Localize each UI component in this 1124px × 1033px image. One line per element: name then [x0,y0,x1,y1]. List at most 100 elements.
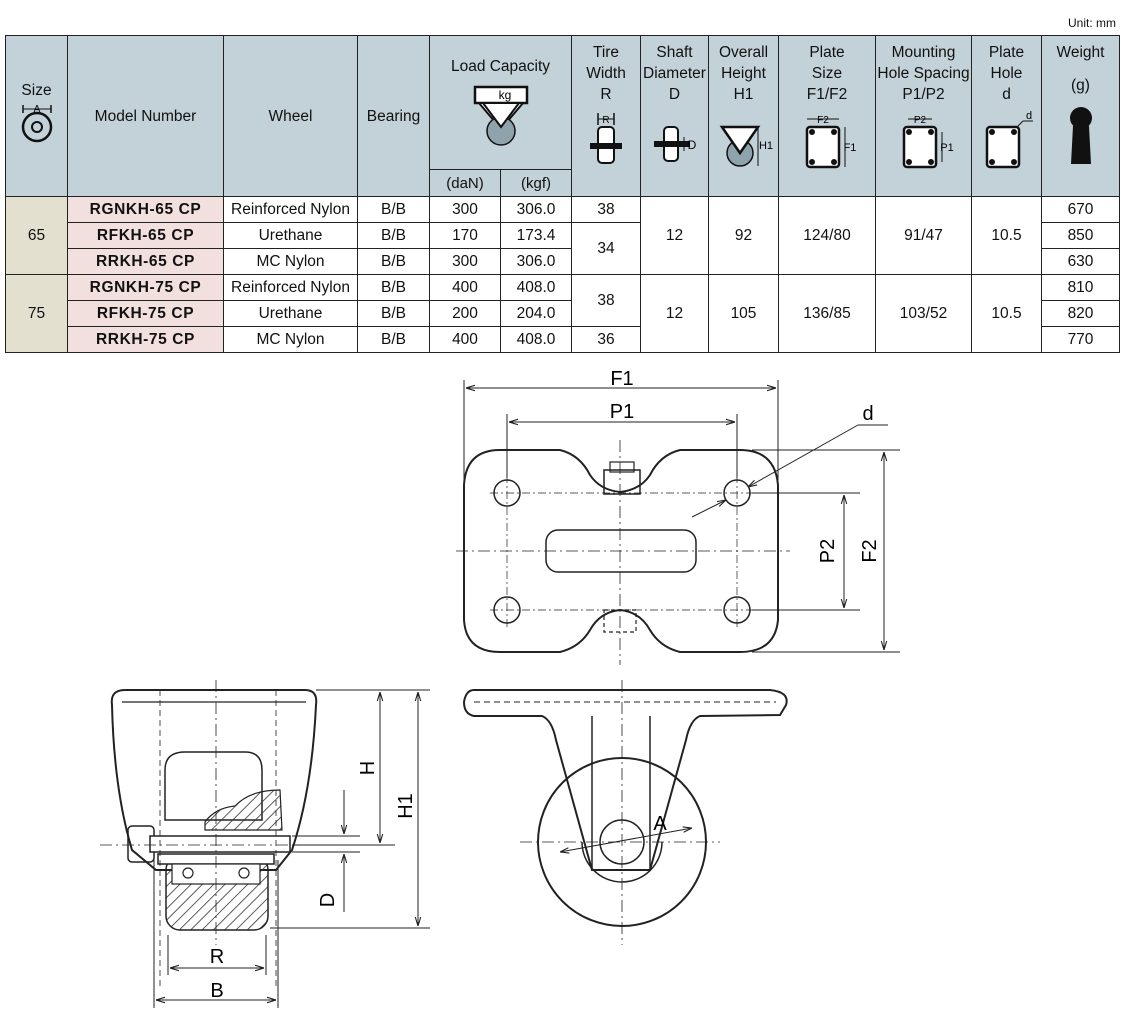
svg-text:F2: F2 [817,115,829,126]
dim-label-b: B [210,980,223,1002]
wheel-type: Urethane [223,222,358,249]
tire-width: 34 [571,222,641,275]
dim-label-f1: F1 [610,368,633,390]
weight: 630 [1041,248,1120,275]
plate-hole-icon: d [985,111,1033,169]
load-dan: 300 [429,196,501,223]
table-row: RFKH-75 CP Urethane B/B 200 204.0 820 [6,300,1120,327]
dim-label-f2: F2 [859,539,881,562]
top-view-plate [456,440,790,665]
bearing: B/B [357,326,430,353]
svg-text:kg: kg [498,88,511,102]
header-load-dan: (daN) [429,169,501,197]
front-view-caster [462,680,788,945]
load-kgf: 204.0 [500,300,572,327]
plate-size-icon: F2 F1 [805,115,857,169]
header-bearing: Bearing [357,35,430,197]
dim-label-r: R [210,946,224,968]
load-kgf: 173.4 [500,222,572,249]
svg-text:H1: H1 [758,140,772,152]
load-dan: 200 [429,300,501,327]
model-number: RRKH-65 CP [67,248,224,275]
model-number: RGNKH-75 CP [67,274,224,301]
weight: 810 [1041,274,1120,301]
unit-label: Unit: mm [1068,16,1116,30]
tire-width: 36 [571,326,641,353]
svg-text:D: D [687,138,696,152]
side-view-caster [100,680,330,990]
overall-height: 92 [708,196,779,275]
tire-width: 38 [571,274,641,327]
shaft-diameter: 12 [640,274,709,353]
wheel-type: Reinforced Nylon [223,196,358,223]
header-wheel: Wheel [223,35,358,197]
mounting-hole-spacing: 103/52 [875,274,972,353]
svg-text:P1: P1 [940,142,953,154]
header-plate-hole: Plate Hole d d [971,35,1042,197]
table-row: 65 RGNKH-65 CP Reinforced Nylon B/B 300 … [5,196,1120,275]
bearing: B/B [357,274,430,301]
plate-hole: 10.5 [971,274,1042,353]
load-dan: 400 [429,274,501,301]
svg-text:R: R [602,115,609,126]
svg-text:d: d [1025,111,1031,122]
header-tire-width: Tire Width R R [571,35,641,197]
weight: 850 [1041,222,1120,249]
weight: 770 [1041,326,1120,353]
size-cell: 65 [5,196,68,275]
load-dan: 300 [429,248,501,275]
tire-width: 38 [571,196,641,223]
dim-label-h1: H1 [395,793,417,819]
bearing: B/B [357,248,430,275]
dim-label-a: A [653,813,667,835]
spec-table: Size A Model Number Wheel Bearing Load C… [5,35,1120,353]
mounting-hole-spacing-icon: P2 P1 [902,115,953,169]
dim-label-p1: P1 [610,401,634,423]
weight: 820 [1041,300,1120,327]
dim-label-h: H [357,761,379,775]
table-row: 75 RGNKH-75 CP Reinforced Nylon B/B 400 … [5,274,1120,353]
overall-height: 105 [708,274,779,353]
wheel-type: MC Nylon [223,248,358,275]
model-number: RGNKH-65 CP [67,196,224,223]
wheel-type: Urethane [223,300,358,327]
wheel-type: Reinforced Nylon [223,274,358,301]
load-dan: 170 [429,222,501,249]
bearing: B/B [357,196,430,223]
wheel-size-icon: A [21,104,52,143]
load-kgf: 408.0 [500,326,572,353]
overall-height-icon: H1 [719,125,773,167]
header-size: Size A [5,35,68,197]
model-number: RFKH-65 CP [67,222,224,249]
load-kgf: 306.0 [500,196,572,223]
bearing: B/B [357,300,430,327]
header-model: Model Number [67,35,224,197]
plate-hole: 10.5 [971,196,1042,275]
shaft-diameter-icon: D [653,126,696,162]
svg-text:F1: F1 [844,142,857,154]
mounting-hole-spacing: 91/47 [875,196,972,275]
svg-text:A: A [33,104,40,115]
header-shaft-diameter: Shaft Diameter D D [640,35,709,197]
side-view-dimensions [153,689,430,1008]
weight: 670 [1041,196,1120,223]
header-mounting-hole-spacing: Mounting Hole Spacing P1/P2 P2 P1 [875,35,972,197]
svg-text:P2: P2 [913,115,926,126]
plate-size: 136/85 [778,274,876,353]
weight-icon [1069,107,1092,164]
bearing: B/B [357,222,430,249]
tire-width-icon: R [590,113,622,164]
load-kgf: 408.0 [500,274,572,301]
size-cell: 75 [5,274,68,353]
wheel-type: MC Nylon [223,326,358,353]
model-number: RRKH-75 CP [67,326,224,353]
dim-label-p2: P2 [817,539,839,563]
header-overall-height: Overall Height H1 H1 [708,35,779,197]
load-capacity-icon: kg [473,85,528,146]
table-row: RRKH-75 CP MC Nylon B/B 400 408.0 36 770 [6,326,1120,353]
dim-label-d-shaft: D [317,893,339,907]
plate-size: 124/80 [778,196,876,275]
load-kgf: 306.0 [500,248,572,275]
header-load-capacity: Load Capacity kg [429,35,572,170]
model-number: RFKH-75 CP [67,300,224,327]
